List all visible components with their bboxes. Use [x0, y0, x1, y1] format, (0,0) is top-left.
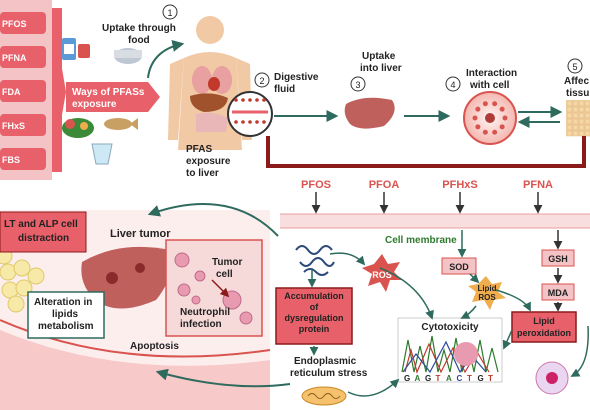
lipid-perox-line1: Lipid [533, 316, 555, 326]
neutrophil-line1: Neutrophil [180, 307, 230, 318]
step3-number: 3 [355, 80, 360, 90]
compound-pfoa: PFOA [369, 179, 400, 191]
svg-text:G: G [425, 374, 431, 383]
accum-line3: dysregulation [284, 313, 343, 323]
step1-text-line2: food [128, 35, 150, 46]
er-stress-line2: reticulum stress [290, 368, 368, 379]
protein-icon [296, 246, 334, 275]
svg-text:G: G [404, 374, 410, 383]
compound-pfhxs: PFHxS [442, 179, 477, 191]
step1-number: 1 [167, 8, 172, 18]
step4-text-line1: Interaction [466, 68, 517, 79]
lipid-ros-line2: ROS [478, 293, 496, 302]
gsh-label: GSH [548, 254, 568, 264]
svg-text:T: T [467, 374, 472, 383]
step3-text-line1: Uptake [362, 51, 396, 62]
mda-label: MDA [548, 288, 569, 298]
accum-line1: Accumulation [284, 291, 344, 301]
source-label: PFNA [2, 53, 27, 63]
step2-text-line2: fluid [274, 84, 295, 95]
lipid-ros-line1: Lipid [477, 284, 496, 293]
cell-membrane-band [280, 214, 590, 228]
liver-tumor-label: Liver tumor [110, 228, 171, 240]
cytotoxicity-label: Cytotoxicity [421, 322, 479, 333]
step2-text-line1: Digestive [274, 72, 319, 83]
svg-text:G: G [478, 374, 484, 383]
accum-line4: protein [299, 324, 330, 334]
accum-line2: of [310, 302, 319, 312]
svg-text:T: T [436, 374, 441, 383]
svg-text:C: C [457, 374, 463, 383]
cytotoxic-cell [454, 342, 478, 366]
step4-text-line2: with cell [469, 80, 510, 91]
source-label: FDA [2, 87, 21, 97]
tumor-cell-line1: Tumor [212, 257, 242, 268]
source-label: PFOS [2, 19, 27, 29]
alt-box-line2: distraction [18, 233, 69, 244]
cell-membrane-label: Cell membrane [385, 235, 457, 246]
source-label: FHxS [2, 121, 25, 131]
step1-text-line1: Uptake through [102, 23, 176, 34]
neutrophil-line2: infection [180, 319, 222, 330]
pfas-liver-line1: PFAS [186, 144, 212, 155]
svg-text:A: A [446, 374, 452, 383]
er-stress-line1: Endoplasmic [294, 356, 357, 367]
compound-pfos: PFOS [301, 179, 331, 191]
lipids-line2: lipids [52, 309, 79, 320]
apoptosis-label: Apoptosis [130, 341, 179, 352]
step2-number: 2 [259, 76, 264, 86]
step3-text-line2: into liver [360, 63, 402, 74]
liver-small [345, 98, 395, 129]
sod-label: SOD [449, 262, 469, 272]
step4-number: 4 [450, 80, 455, 90]
svg-text:A: A [415, 374, 421, 383]
step5-number: 5 [572, 62, 577, 72]
lipids-line1: Alteration in [34, 297, 92, 308]
svg-text:T: T [488, 374, 493, 383]
lipids-line3: metabolism [38, 321, 94, 332]
step5-text-line2: tissu [566, 88, 589, 99]
alt-box-line1: LT and ALP cell [4, 219, 78, 230]
lipid-perox-line2: peroxidation [517, 328, 571, 338]
ways-label-line2: exposure [72, 99, 117, 110]
step5-text-line1: Affec [564, 76, 589, 87]
red-connector [268, 136, 584, 166]
tumor-cell-line2: cell [216, 269, 233, 280]
pfas-liver-line3: to liver [186, 168, 219, 179]
compound-row: PFOS PFOA PFHxS PFNA [301, 179, 553, 191]
alt-alp-box [0, 212, 86, 252]
pfas-liver-line2: exposure [186, 156, 231, 167]
ways-label-line1: Ways of PFASs [72, 87, 145, 98]
compound-pfna: PFNA [523, 179, 553, 191]
source-label: FBS [2, 155, 20, 165]
